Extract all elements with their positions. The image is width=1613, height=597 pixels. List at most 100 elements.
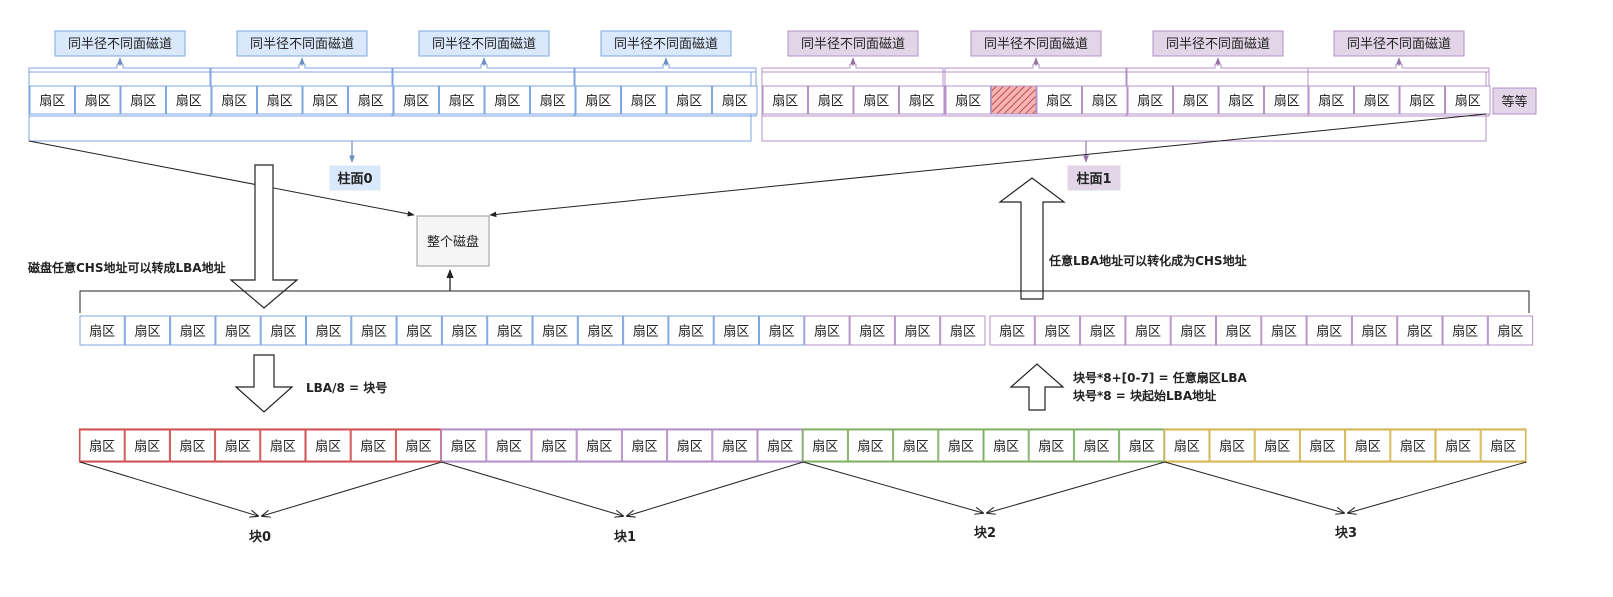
cylinder0-sector-0: 扇区 — [29, 85, 75, 115]
sector-label: 扇区 — [863, 93, 889, 109]
cylinder-0-group: 同半径不同面磁道同半径不同面磁道同半径不同面磁道同半径不同面磁道 扇区扇区扇区扇… — [28, 30, 758, 142]
lba-sector-24: 扇区 — [1170, 315, 1216, 346]
cylinder0-sector-4: 扇区 — [211, 85, 257, 115]
sector-label: 扇区 — [315, 439, 341, 455]
connector-cyl1-to-disk — [489, 113, 1487, 218]
sector-label: 扇区 — [85, 93, 111, 109]
sector-label: 扇区 — [1309, 439, 1335, 455]
cylinder0-sector-15: 扇区 — [712, 85, 758, 115]
sector-label: 扇区 — [494, 93, 520, 109]
block-3-connector-right — [1348, 461, 1527, 513]
sector-label: 扇区 — [722, 439, 748, 455]
block-sector-23: 扇区 — [1119, 429, 1165, 462]
block-sector-29: 扇区 — [1390, 429, 1436, 462]
cylinder-1-group: 同半径不同面磁道同半径不同面磁道同半径不同面磁道同半径不同面磁道 扇区扇区扇区扇… — [761, 30, 1491, 142]
lba-sector-31: 扇区 — [1487, 315, 1534, 346]
sector-label: 扇区 — [772, 93, 798, 109]
sector-label: 扇区 — [723, 324, 749, 340]
sector-label: 扇区 — [909, 93, 935, 109]
block-sector-4: 扇区 — [260, 429, 306, 462]
sector-label: 扇区 — [1271, 324, 1297, 340]
block-0-connector-left — [79, 461, 258, 516]
whole-disk-box: 整个磁盘 — [416, 215, 490, 267]
sector-label: 扇区 — [134, 324, 160, 340]
track-brace — [1307, 64, 1490, 72]
sector-label: 扇区 — [496, 439, 522, 455]
lba-sector-22: 扇区 — [1080, 315, 1126, 346]
sector-label: 扇区 — [678, 324, 704, 340]
sector-label: 扇区 — [585, 93, 611, 109]
sector-label: 扇区 — [89, 439, 115, 455]
sector-label: 扇区 — [497, 324, 523, 340]
sector-label: 扇区 — [769, 324, 795, 340]
sector-label: 扇区 — [1090, 324, 1116, 340]
lba-sector-2: 扇区 — [170, 315, 216, 346]
lba-sector-3: 扇区 — [215, 315, 261, 346]
sector-label: 扇区 — [405, 439, 431, 455]
sector-label: 扇区 — [316, 324, 342, 340]
cylinder0-sector-3: 扇区 — [166, 85, 212, 115]
sector-label: 扇区 — [221, 93, 247, 109]
sector-label: 扇区 — [358, 93, 384, 109]
sector-label: 扇区 — [1497, 324, 1523, 340]
sector-label: 扇区 — [1364, 93, 1390, 109]
sector-label: 扇区 — [541, 439, 567, 455]
sector-label: 扇区 — [812, 439, 838, 455]
sector-label: 扇区 — [587, 324, 613, 340]
sector-label: 扇区 — [1135, 324, 1161, 340]
sector-label: 扇区 — [1228, 93, 1254, 109]
block-2-connector-left — [803, 461, 983, 513]
sector-label: 扇区 — [1038, 439, 1064, 455]
cylinder1-sector-10: 扇区 — [1218, 85, 1264, 115]
block-sector-15: 扇区 — [757, 429, 803, 462]
sector-label: 扇区 — [180, 324, 206, 340]
block-3-frame — [1163, 428, 1527, 463]
block-sector-27: 扇区 — [1299, 429, 1346, 462]
sector-label: 扇区 — [1092, 93, 1118, 109]
lba-sector-14: 扇区 — [713, 315, 760, 346]
sector-label: 扇区 — [406, 324, 432, 340]
sector-label: 扇区 — [677, 439, 703, 455]
block-sector-1: 扇区 — [124, 429, 170, 462]
sector-label: 扇区 — [814, 324, 840, 340]
cylinder-0-label-group: 柱面0 — [329, 141, 381, 191]
sector-label: 扇区 — [1407, 324, 1433, 340]
block-sector-6: 扇区 — [350, 429, 396, 462]
sector-label: 扇区 — [767, 439, 793, 455]
cylinder1-sector-15: 扇区 — [1445, 85, 1491, 115]
sector-label: 扇区 — [39, 93, 65, 109]
cylinder0-sector-8: 扇区 — [393, 85, 439, 115]
lba-sector-4: 扇区 — [260, 315, 307, 346]
sector-label: 扇区 — [1180, 324, 1206, 340]
lba-div-text: LBA/8 = 块号 — [306, 380, 387, 395]
sector-label: 扇区 — [360, 439, 386, 455]
block-sector-2: 扇区 — [169, 429, 216, 462]
lba-sector-28: 扇区 — [1351, 315, 1398, 346]
sector-label: 扇区 — [631, 439, 657, 455]
lba-sector-17: 扇区 — [849, 315, 895, 346]
block-sector-13: 扇区 — [667, 429, 713, 462]
lba-sector-15: 扇区 — [759, 315, 805, 346]
block-sector-30: 扇区 — [1435, 429, 1481, 462]
cylinder1-track-2: 同半径不同面磁道 — [1126, 30, 1309, 72]
block-sector-7: 扇区 — [395, 429, 442, 462]
sector-label: 扇区 — [993, 439, 1019, 455]
sector-label: 扇区 — [225, 439, 251, 455]
sector-label: 扇区 — [1183, 93, 1209, 109]
sector-label: 扇区 — [948, 439, 974, 455]
block-sector-11: 扇区 — [576, 429, 622, 462]
sector-label: 扇区 — [903, 439, 929, 455]
block-sector-16: 扇区 — [802, 429, 848, 462]
lba-sector-29: 扇区 — [1397, 315, 1443, 346]
sector-label: 扇区 — [130, 93, 156, 109]
cylinder0-track-2: 同半径不同面磁道 — [392, 30, 575, 72]
cylinder0-sector-12: 扇区 — [575, 85, 621, 115]
cylinder0-sector-2: 扇区 — [120, 85, 166, 115]
track-brace — [28, 64, 211, 72]
sector-label: 扇区 — [1274, 93, 1300, 109]
cylinder1-sector-13: 扇区 — [1354, 85, 1400, 115]
track-label: 同半径不同面磁道 — [801, 37, 905, 52]
sector-label: 扇区 — [134, 439, 160, 455]
sector-label: 扇区 — [905, 324, 931, 340]
lba-sector-11: 扇区 — [577, 315, 624, 346]
